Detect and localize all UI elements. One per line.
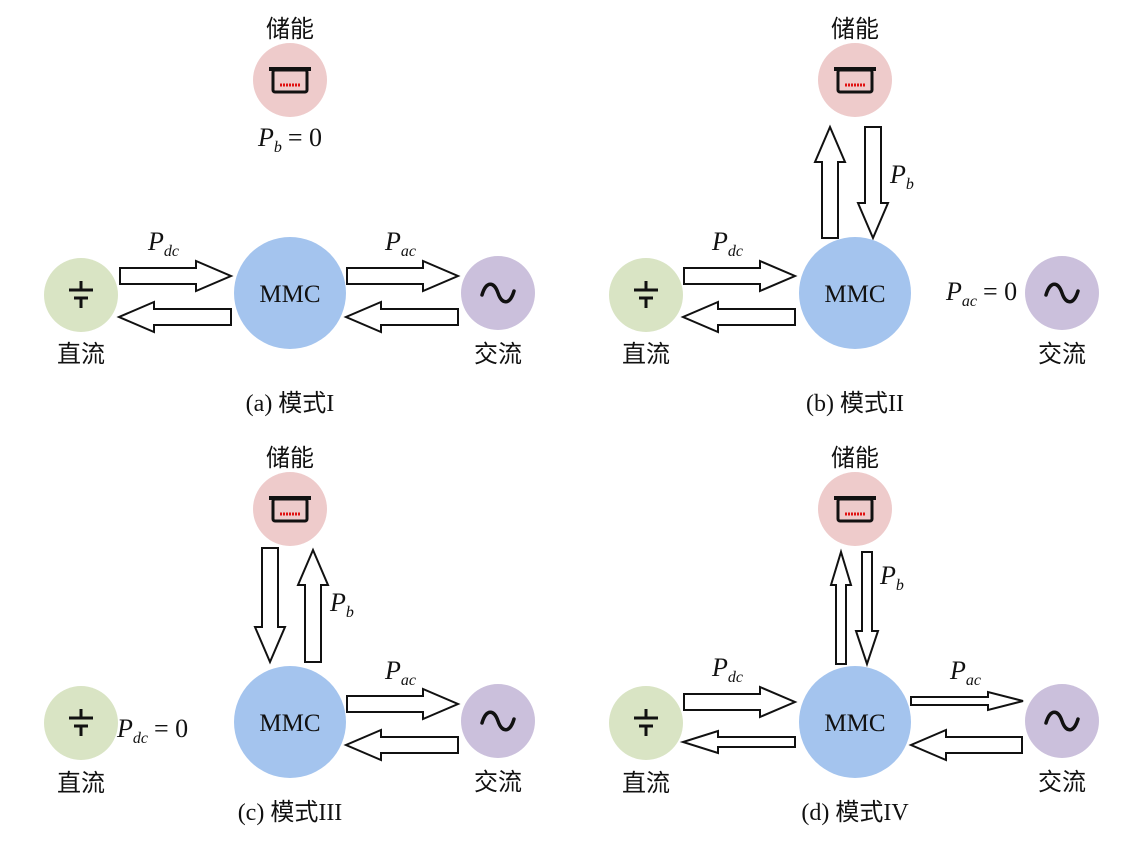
mmc-label: MMC [259,281,320,308]
dc-label: 直流 [57,769,105,797]
mmc-label: MMC [824,281,885,308]
storage-power-label: Pb= 0 [257,123,322,156]
panel-c: 储能 Pb 直流 Pdc= 0 MMC 交流 Pac (c) 模式III [44,444,535,826]
ac-label: 交流 [474,768,522,796]
storage-to-mmc-arrow [854,551,880,668]
ac-label: 交流 [1038,768,1086,796]
caption-d: (d) 模式IV [801,799,909,826]
caption-c: (c) 模式III [238,799,343,826]
mmc-to-ac-arrow [346,687,461,721]
dc-power-label: Pdc [147,227,179,260]
dc-node [609,258,683,332]
storage-node [818,43,892,117]
dc-label: 直流 [622,769,670,797]
mmc-label: MMC [824,710,885,737]
dc-to-mmc-arrow [683,259,798,293]
panel-d: 储能 Pb 直流 MMC 交流 Pdc Pac (d) 模式IV [609,444,1099,826]
ac-label: 交流 [474,340,522,368]
ac-to-mmc-arrow [908,728,1023,762]
storage-to-mmc-arrow [253,547,287,665]
mmc-node [234,237,346,349]
dc-node [609,686,683,760]
mmc-to-dc-arrow [680,300,796,334]
mmc-to-storage-arrow [813,124,847,239]
dc-label: 直流 [57,340,105,368]
ac-power-label: Pac [949,656,981,689]
panel-b: 储能 Pb 直流 MMC 交流 Pdc Pac= 0 (b) 模式II [609,15,1099,417]
mmc-node [234,666,346,778]
ac-power-label: Pac [384,656,416,689]
ac-power-label: Pac= 0 [945,277,1017,310]
storage-power-label: Pb [879,561,904,594]
mmc-to-dc-arrow [116,300,232,334]
dc-power-label: Pdc [711,227,743,260]
storage-label: 储能 [266,444,314,472]
caption-b: (b) 模式II [806,390,904,417]
dc-node [44,686,118,760]
storage-node [253,472,327,546]
mmc-node [799,666,911,778]
ac-to-mmc-arrow [343,728,459,762]
ac-label: 交流 [1038,340,1086,368]
mmc-to-ac-arrow [346,259,461,293]
dc-to-mmc-arrow [683,685,798,719]
dc-to-mmc-arrow [119,259,234,293]
dc-node [44,258,118,332]
storage-label: 储能 [831,444,879,472]
ac-power-label: Pac [384,227,416,260]
ac-to-mmc-arrow [343,300,459,334]
dc-label: 直流 [622,340,670,368]
mmc-to-storage-arrow [829,548,853,665]
mmc-to-storage-arrow [296,547,330,663]
dc-power-label: Pdc [711,653,743,686]
storage-label: 储能 [266,15,314,43]
storage-to-mmc-arrow [856,126,890,241]
mmc-to-dc-arrow [679,729,796,755]
storage-power-label: Pb [329,588,354,621]
storage-node [253,43,327,117]
caption-a: (a) 模式I [246,390,335,417]
mmc-label: MMC [259,710,320,737]
panel-a: 储能 Pb= 0 直流 MMC 交流 Pdc Pac (a) 模式I [44,15,535,417]
dc-power-label: Pdc= 0 [116,714,188,747]
mmc-to-ac-arrow [910,690,1024,712]
storage-power-label: Pb [889,160,914,193]
mmc-node [799,237,911,349]
storage-label: 储能 [831,15,879,43]
storage-node [818,472,892,546]
